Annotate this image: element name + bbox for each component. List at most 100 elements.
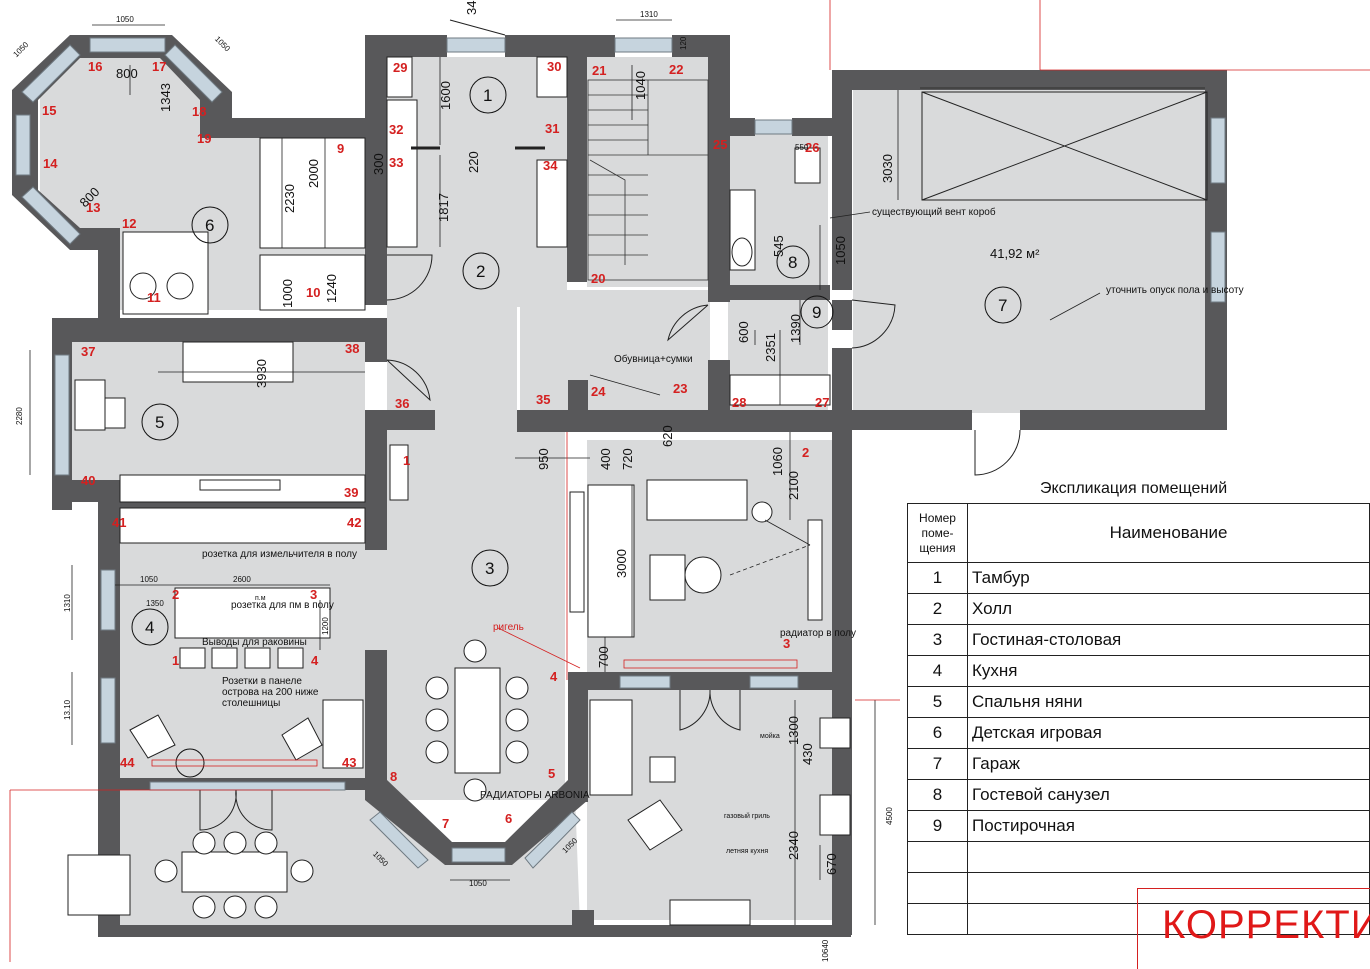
garage-area: 41,92 м² — [990, 246, 1040, 261]
svg-text:11: 11 — [147, 290, 161, 305]
room-number-7: 7 — [998, 296, 1007, 315]
svg-text:4: 4 — [550, 669, 558, 684]
note-rigel: ригель — [493, 622, 524, 633]
svg-text:400: 400 — [598, 448, 613, 470]
svg-text:32: 32 — [389, 122, 403, 137]
legend-header-name: Наименование — [967, 503, 1370, 563]
annotations: 41,92 м² существующий вент короб уточнит… — [202, 206, 1244, 855]
note-radiator-floor: радиатор в полу — [780, 628, 856, 639]
svg-text:550: 550 — [795, 143, 809, 152]
svg-text:950: 950 — [536, 448, 551, 470]
svg-text:13: 13 — [86, 200, 100, 215]
room-number-markers: 1 2 3 4 5 6 7 8 9 — [131, 76, 1022, 646]
room-number-4: 4 — [145, 618, 154, 637]
svg-text:3: 3 — [783, 636, 790, 651]
svg-text:1300: 1300 — [786, 716, 801, 745]
svg-text:16: 16 — [88, 59, 102, 74]
svg-text:29: 29 — [393, 60, 407, 75]
svg-text:620: 620 — [660, 425, 675, 447]
svg-text:670: 670 — [824, 853, 839, 875]
doors — [199, 19, 1021, 831]
svg-text:24: 24 — [591, 384, 606, 399]
svg-text:2100: 2100 — [786, 471, 801, 500]
svg-text:1343: 1343 — [158, 83, 173, 112]
red-guide-lines — [9, 0, 1370, 962]
svg-text:26: 26 — [805, 140, 819, 155]
svg-text:1050: 1050 — [833, 236, 848, 265]
svg-text:4: 4 — [311, 653, 319, 668]
note-island-outlets-2: острова на 200 ниже — [222, 687, 319, 698]
svg-text:33: 33 — [389, 155, 403, 170]
note-summer-kitchen: летняя кухня — [726, 848, 768, 855]
svg-text:1040: 1040 — [633, 71, 648, 100]
svg-text:21: 21 — [592, 63, 606, 78]
legend-row — [907, 841, 1370, 873]
svg-text:6: 6 — [505, 811, 512, 826]
svg-text:120: 120 — [679, 36, 688, 50]
note-island-outlets-1: Розетки в панеле — [222, 676, 302, 687]
svg-text:1817: 1817 — [436, 193, 451, 222]
svg-text:1050: 1050 — [213, 34, 232, 53]
room-number-9: 9 — [812, 303, 821, 322]
svg-text:9: 9 — [337, 141, 344, 156]
svg-text:1310: 1310 — [640, 10, 658, 19]
svg-text:41: 41 — [112, 515, 126, 530]
svg-text:25: 25 — [713, 137, 727, 152]
red-markers: 1 2 3 4 5 6 7 8 9 10 11 12 13 14 15 16 1… — [42, 59, 829, 831]
svg-text:28: 28 — [732, 395, 746, 410]
room-number-1: 1 — [483, 86, 492, 105]
windows — [15, 37, 1226, 869]
svg-text:30: 30 — [547, 59, 561, 74]
svg-text:2000: 2000 — [306, 159, 321, 188]
room-number-5: 5 — [155, 413, 164, 432]
svg-text:3930: 3930 — [254, 359, 269, 388]
legend-header-number: Номер поме-щения — [907, 503, 968, 563]
stamp-text: КОРРЕКТИ — [1162, 903, 1370, 947]
svg-text:43: 43 — [342, 755, 356, 770]
svg-text:44: 44 — [120, 755, 135, 770]
note-sink-outputs: Выводы для раковины — [202, 637, 307, 648]
svg-text:2: 2 — [802, 445, 809, 460]
svg-text:39: 39 — [344, 485, 358, 500]
svg-text:23: 23 — [673, 381, 687, 396]
room-number-3: 3 — [485, 559, 494, 578]
svg-text:300: 300 — [371, 153, 386, 175]
note-floor-level: уточнить опуск пола и высоту — [1106, 285, 1244, 296]
svg-text:3000: 3000 — [614, 549, 629, 578]
note-outlet-dishwasher: розетка для пм в полу — [231, 600, 334, 611]
note-shoes: Обувница+сумки — [614, 353, 693, 365]
svg-text:35: 35 — [536, 392, 550, 407]
svg-text:20: 20 — [591, 271, 605, 286]
svg-text:18: 18 — [192, 104, 206, 119]
svg-text:430: 430 — [800, 743, 815, 765]
svg-text:2351: 2351 — [763, 333, 778, 362]
svg-text:220: 220 — [466, 151, 481, 173]
svg-text:2600: 2600 — [233, 575, 251, 584]
svg-text:2230: 2230 — [282, 184, 297, 213]
room-number-8: 8 — [788, 253, 797, 272]
legend-title: Экспликация помещений — [1040, 480, 1228, 497]
svg-text:1: 1 — [403, 453, 410, 468]
svg-text:40: 40 — [81, 473, 95, 488]
svg-text:22: 22 — [669, 62, 683, 77]
dimension-text: 1050 1050 1050 1310 800 1343 800 2230 20… — [11, 1, 895, 962]
svg-text:2280: 2280 — [15, 407, 24, 425]
svg-text:13.10: 13.10 — [63, 699, 72, 720]
svg-text:38: 38 — [345, 341, 359, 356]
svg-text:1000: 1000 — [280, 279, 295, 308]
dimension-lines — [29, 19, 1101, 925]
note-radiators-arbonia: РАДИАТОРЫ ARBONIA — [480, 790, 590, 801]
note-pm: п.м — [255, 595, 266, 602]
svg-text:8: 8 — [390, 769, 397, 784]
svg-text:14: 14 — [43, 156, 58, 171]
svg-text:37: 37 — [81, 344, 95, 359]
svg-text:36: 36 — [395, 396, 409, 411]
